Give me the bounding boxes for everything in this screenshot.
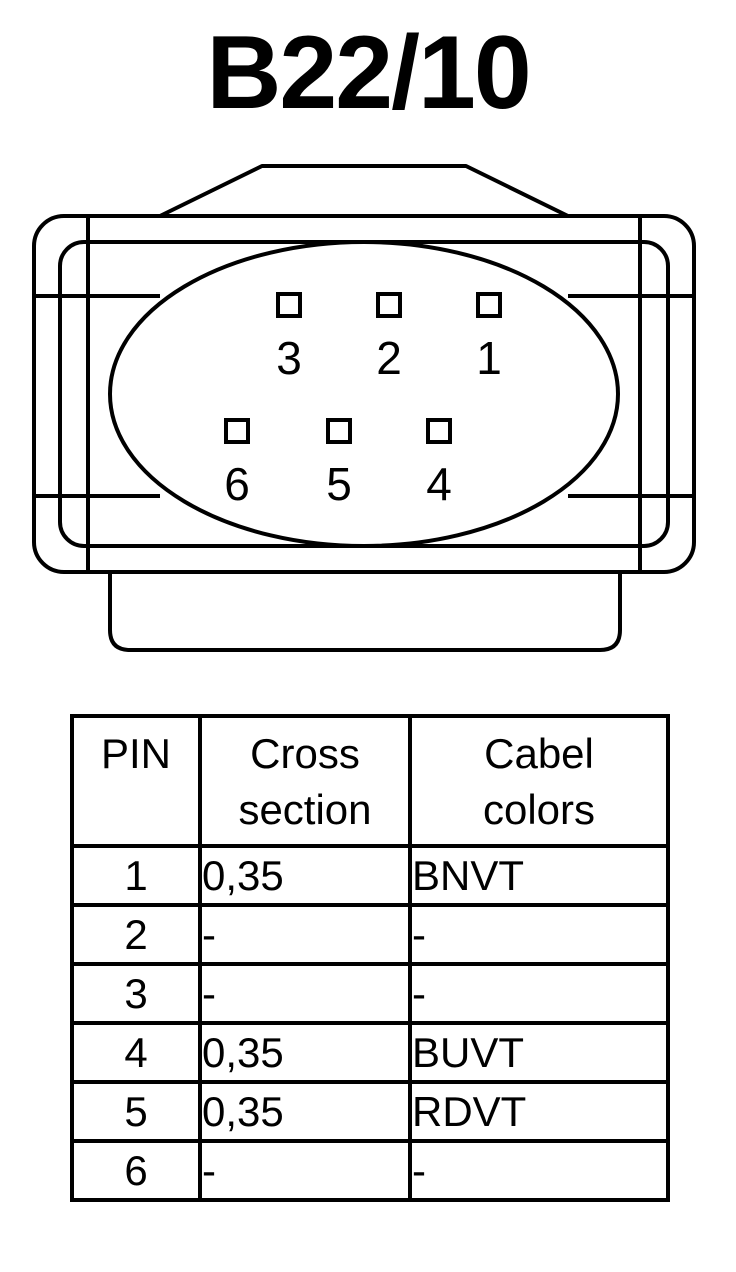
pin-label-1: 1	[476, 332, 502, 384]
pin-label-5: 5	[326, 458, 352, 510]
connector-diagram: 3 2 1 6 5 4	[32, 164, 696, 652]
cable-color-cell: -	[408, 1139, 670, 1202]
header-color-line2: colors	[482, 786, 596, 833]
pin-number-cell: 3	[70, 962, 202, 1025]
cable-color-cell: -	[408, 962, 670, 1025]
header-pin-label: PIN	[100, 730, 171, 777]
pin-label-3: 3	[276, 332, 302, 384]
table-row: 1 0,35 BNVT	[70, 844, 670, 907]
pin-label-4: 4	[426, 458, 452, 510]
pin-2-socket	[376, 292, 402, 318]
pin-5-socket	[326, 418, 352, 444]
header-color-line1: Cabel	[484, 730, 594, 777]
cross-section-cell: -	[198, 962, 412, 1025]
cross-section-cell: 0,35	[198, 1021, 412, 1084]
pin-4-socket	[426, 418, 452, 444]
cable-color-cell: BNVT	[408, 844, 670, 907]
header-cross-line2: section	[238, 786, 372, 833]
header-cross-section: Cross section	[198, 714, 412, 848]
pin-number-cell: 6	[70, 1139, 202, 1202]
pin-6-socket	[224, 418, 250, 444]
table-row: 5 0,35 RDVT	[70, 1080, 670, 1143]
pin-label-2: 2	[376, 332, 402, 384]
pin-number-cell: 5	[70, 1080, 202, 1143]
pin-table-header-row: PIN Cross section Cabel colors	[70, 714, 670, 848]
pin-number-cell: 2	[70, 903, 202, 966]
pin-number-cell: 4	[70, 1021, 202, 1084]
table-row: 3 - -	[70, 962, 670, 1025]
pin-1-socket	[476, 292, 502, 318]
cross-section-cell: 0,35	[198, 1080, 412, 1143]
connector-bottom-tab	[108, 572, 622, 652]
connector-pin-face	[108, 240, 620, 548]
cable-color-cell: RDVT	[408, 1080, 670, 1143]
header-pin: PIN	[70, 714, 202, 848]
table-row: 4 0,35 BUVT	[70, 1021, 670, 1084]
header-cross-line1: Cross	[250, 730, 360, 777]
pin-label-6: 6	[224, 458, 250, 510]
header-cable-colors: Cabel colors	[408, 714, 670, 848]
cable-color-cell: -	[408, 903, 670, 966]
pin-3-socket	[276, 292, 302, 318]
cross-section-cell: -	[198, 1139, 412, 1202]
pin-table: PIN Cross section Cabel colors 1 0,35 BN…	[70, 714, 670, 1202]
table-row: 6 - -	[70, 1139, 670, 1202]
table-row: 2 - -	[70, 903, 670, 966]
connector-outer-housing	[32, 214, 696, 574]
cross-section-cell: -	[198, 903, 412, 966]
connector-title: B22/10	[206, 15, 531, 131]
cross-section-cell: 0,35	[198, 844, 412, 907]
cable-color-cell: BUVT	[408, 1021, 670, 1084]
pin-number-cell: 1	[70, 844, 202, 907]
connector-latch	[159, 164, 569, 218]
